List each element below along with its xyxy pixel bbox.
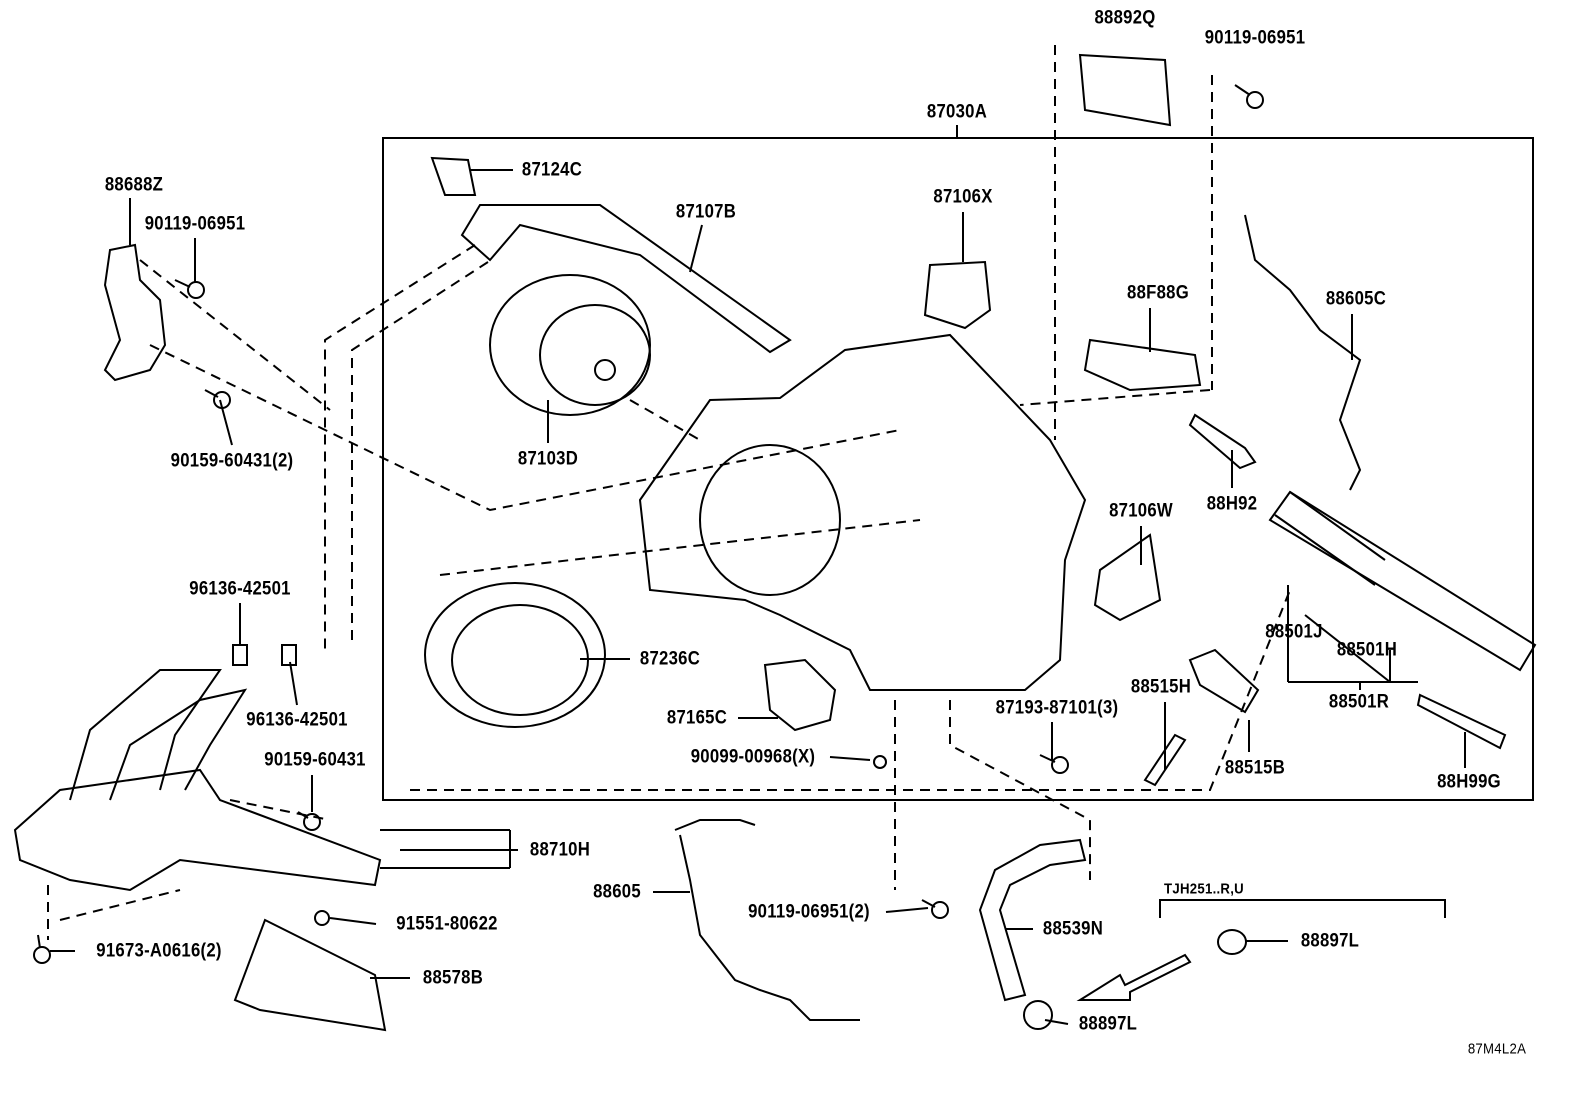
part-label-90119-06951-2[interactable]: 90119-06951(2): [748, 901, 870, 923]
actuator-87106W: [1093, 533, 1162, 622]
duct-87107B: [460, 204, 792, 354]
part-label-90119-06951[interactable]: 90119-06951: [1204, 27, 1306, 49]
part-label-88H92[interactable]: 88H92: [1206, 493, 1258, 515]
ring-87236C: [424, 582, 606, 728]
hose-88539N: [978, 838, 1087, 1002]
cover-88578B: [233, 918, 387, 1032]
grommet-88897L-a: [1217, 929, 1247, 955]
part-label-87030A[interactable]: 87030A: [926, 101, 988, 123]
part-label-88578B[interactable]: 88578B: [422, 967, 484, 989]
bracket-88688Z: [103, 243, 167, 382]
leader-lines: [50, 125, 1466, 1025]
harness-88605: [674, 819, 860, 1021]
sensor-88H92: [1188, 413, 1257, 470]
part-label-88515H[interactable]: 88515H: [1130, 676, 1192, 698]
part-label-87165C[interactable]: 87165C: [666, 707, 728, 729]
label-88892Q: [1078, 53, 1172, 127]
part-label-88F88G[interactable]: 88F88G: [1127, 282, 1189, 304]
variant-note: TJH251..R,U: [1164, 880, 1244, 898]
blower-87103D: [489, 274, 651, 416]
part-label-87124C[interactable]: 87124C: [521, 159, 583, 181]
resistor-87165C: [763, 658, 837, 732]
part-label-88501J[interactable]: 88501J: [1265, 621, 1323, 643]
part-label-96136-42501[interactable]: 96136-42501: [189, 578, 291, 600]
part-label-88515B[interactable]: 88515B: [1224, 757, 1286, 779]
part-label-90159-60431[interactable]: 90159-60431: [264, 749, 366, 771]
part-label-96136-42501[interactable]: 96136-42501: [246, 709, 348, 731]
part-label-87106W[interactable]: 87106W: [1109, 500, 1173, 522]
part-label-90159-60431-2[interactable]: 90159-60431(2): [170, 450, 294, 472]
duct-88710H: [13, 768, 382, 892]
part-label-88897L[interactable]: 88897L: [1078, 1013, 1138, 1035]
part-label-90099-00968-X[interactable]: 90099-00968(X): [690, 746, 816, 768]
actuator-87106X: [923, 260, 992, 330]
part-label-91673-A0616-2[interactable]: 91673-A0616(2): [96, 940, 222, 962]
bracket-88F88G: [1083, 338, 1202, 392]
harness-88605C: [1244, 214, 1362, 491]
bolts: [33, 84, 1264, 964]
part-label-88H99G[interactable]: 88H99G: [1437, 771, 1501, 793]
part-label-88688Z[interactable]: 88688Z: [104, 174, 164, 196]
part-label-88501R[interactable]: 88501R: [1328, 691, 1390, 713]
part-label-87103D[interactable]: 87103D: [517, 448, 579, 470]
direction-arrow: [1076, 953, 1192, 1001]
part-label-91551-80622[interactable]: 91551-80622: [396, 913, 498, 935]
part-label-87107B[interactable]: 87107B: [675, 201, 737, 223]
bolt-88515H: [1143, 733, 1187, 787]
grommet-88515B: [1188, 648, 1260, 714]
part-label-88897L[interactable]: 88897L: [1300, 930, 1360, 952]
sensor-87124C: [430, 156, 477, 196]
unit-housing: [638, 333, 1087, 691]
part-label-87193-87101-3[interactable]: 87193-87101(3): [995, 697, 1119, 719]
heater-core-88501H: [1268, 490, 1537, 672]
figure-code: 87M4L2A: [1467, 1040, 1527, 1058]
part-label-88892Q[interactable]: 88892Q: [1094, 7, 1156, 29]
part-label-88501H[interactable]: 88501H: [1336, 639, 1398, 661]
part-label-88539N[interactable]: 88539N: [1042, 918, 1104, 940]
part-label-88605C[interactable]: 88605C: [1325, 288, 1387, 310]
part-label-87236C[interactable]: 87236C: [639, 648, 701, 670]
grommet-88897L-b: [1023, 1000, 1053, 1030]
part-label-90119-06951[interactable]: 90119-06951: [144, 213, 246, 235]
part-label-88710H[interactable]: 88710H: [529, 839, 591, 861]
part-label-87106X[interactable]: 87106X: [933, 186, 993, 208]
dashed-guides: [47, 45, 1291, 940]
part-sketches: [13, 53, 1537, 1032]
part-label-88605[interactable]: 88605: [593, 881, 641, 903]
seal-88H99G: [1416, 693, 1507, 750]
